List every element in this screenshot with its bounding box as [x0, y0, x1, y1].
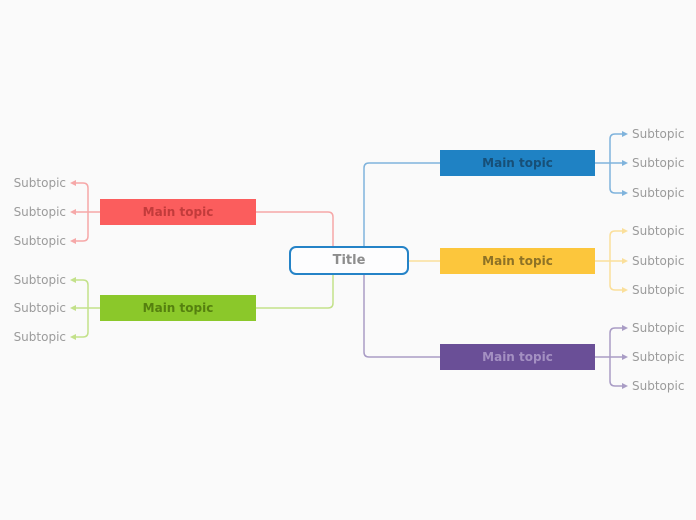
subtopic-node[interactable]: Subtopic — [632, 379, 685, 393]
subtopic-node[interactable]: Subtopic — [632, 283, 685, 297]
subtopic-node[interactable]: Subtopic — [632, 156, 685, 170]
subtopic-node[interactable]: Subtopic — [13, 301, 66, 315]
arrowhead-icon — [70, 209, 76, 215]
subtopic-node[interactable]: Subtopic — [13, 205, 66, 219]
branch-connector-yellow — [409, 228, 628, 293]
subtopic-node[interactable]: Subtopic — [632, 127, 685, 141]
arrowhead-icon — [622, 258, 628, 264]
arrowhead-icon — [622, 190, 628, 196]
arrowhead-icon — [70, 180, 76, 186]
arrowhead-icon — [622, 354, 628, 360]
subtopic-node[interactable]: Subtopic — [632, 186, 685, 200]
main-topic-node-green[interactable]: Main topic — [100, 295, 256, 321]
subtopic-node[interactable]: Subtopic — [13, 234, 66, 248]
branch-connector-blue — [363, 131, 628, 246]
arrowhead-icon — [70, 238, 76, 244]
subtopic-node[interactable]: Subtopic — [632, 254, 685, 268]
arrowhead-icon — [70, 277, 76, 283]
subtopic-node[interactable]: Subtopic — [632, 321, 685, 335]
arrowhead-icon — [622, 131, 628, 137]
branch-connector-purple — [363, 275, 628, 389]
main-topic-node-purple[interactable]: Main topic — [440, 344, 595, 370]
arrowhead-icon — [70, 305, 76, 311]
subtopic-node[interactable]: Subtopic — [632, 350, 685, 364]
arrowhead-icon — [622, 160, 628, 166]
branch-connector-green — [70, 275, 334, 340]
main-topic-node-blue[interactable]: Main topic — [440, 150, 595, 176]
subtopic-node[interactable]: Subtopic — [13, 273, 66, 287]
subtopic-node[interactable]: Subtopic — [632, 224, 685, 238]
branch-connector-red — [70, 180, 334, 246]
subtopic-node[interactable]: Subtopic — [13, 330, 66, 344]
arrowhead-icon — [70, 334, 76, 340]
main-topic-node-red[interactable]: Main topic — [100, 199, 256, 225]
main-topic-node-yellow[interactable]: Main topic — [440, 248, 595, 274]
arrowhead-icon — [622, 287, 628, 293]
arrowhead-icon — [622, 228, 628, 234]
arrowhead-icon — [622, 325, 628, 331]
arrowhead-icon — [622, 383, 628, 389]
subtopic-node[interactable]: Subtopic — [13, 176, 66, 190]
title-node[interactable]: Title — [289, 246, 409, 275]
